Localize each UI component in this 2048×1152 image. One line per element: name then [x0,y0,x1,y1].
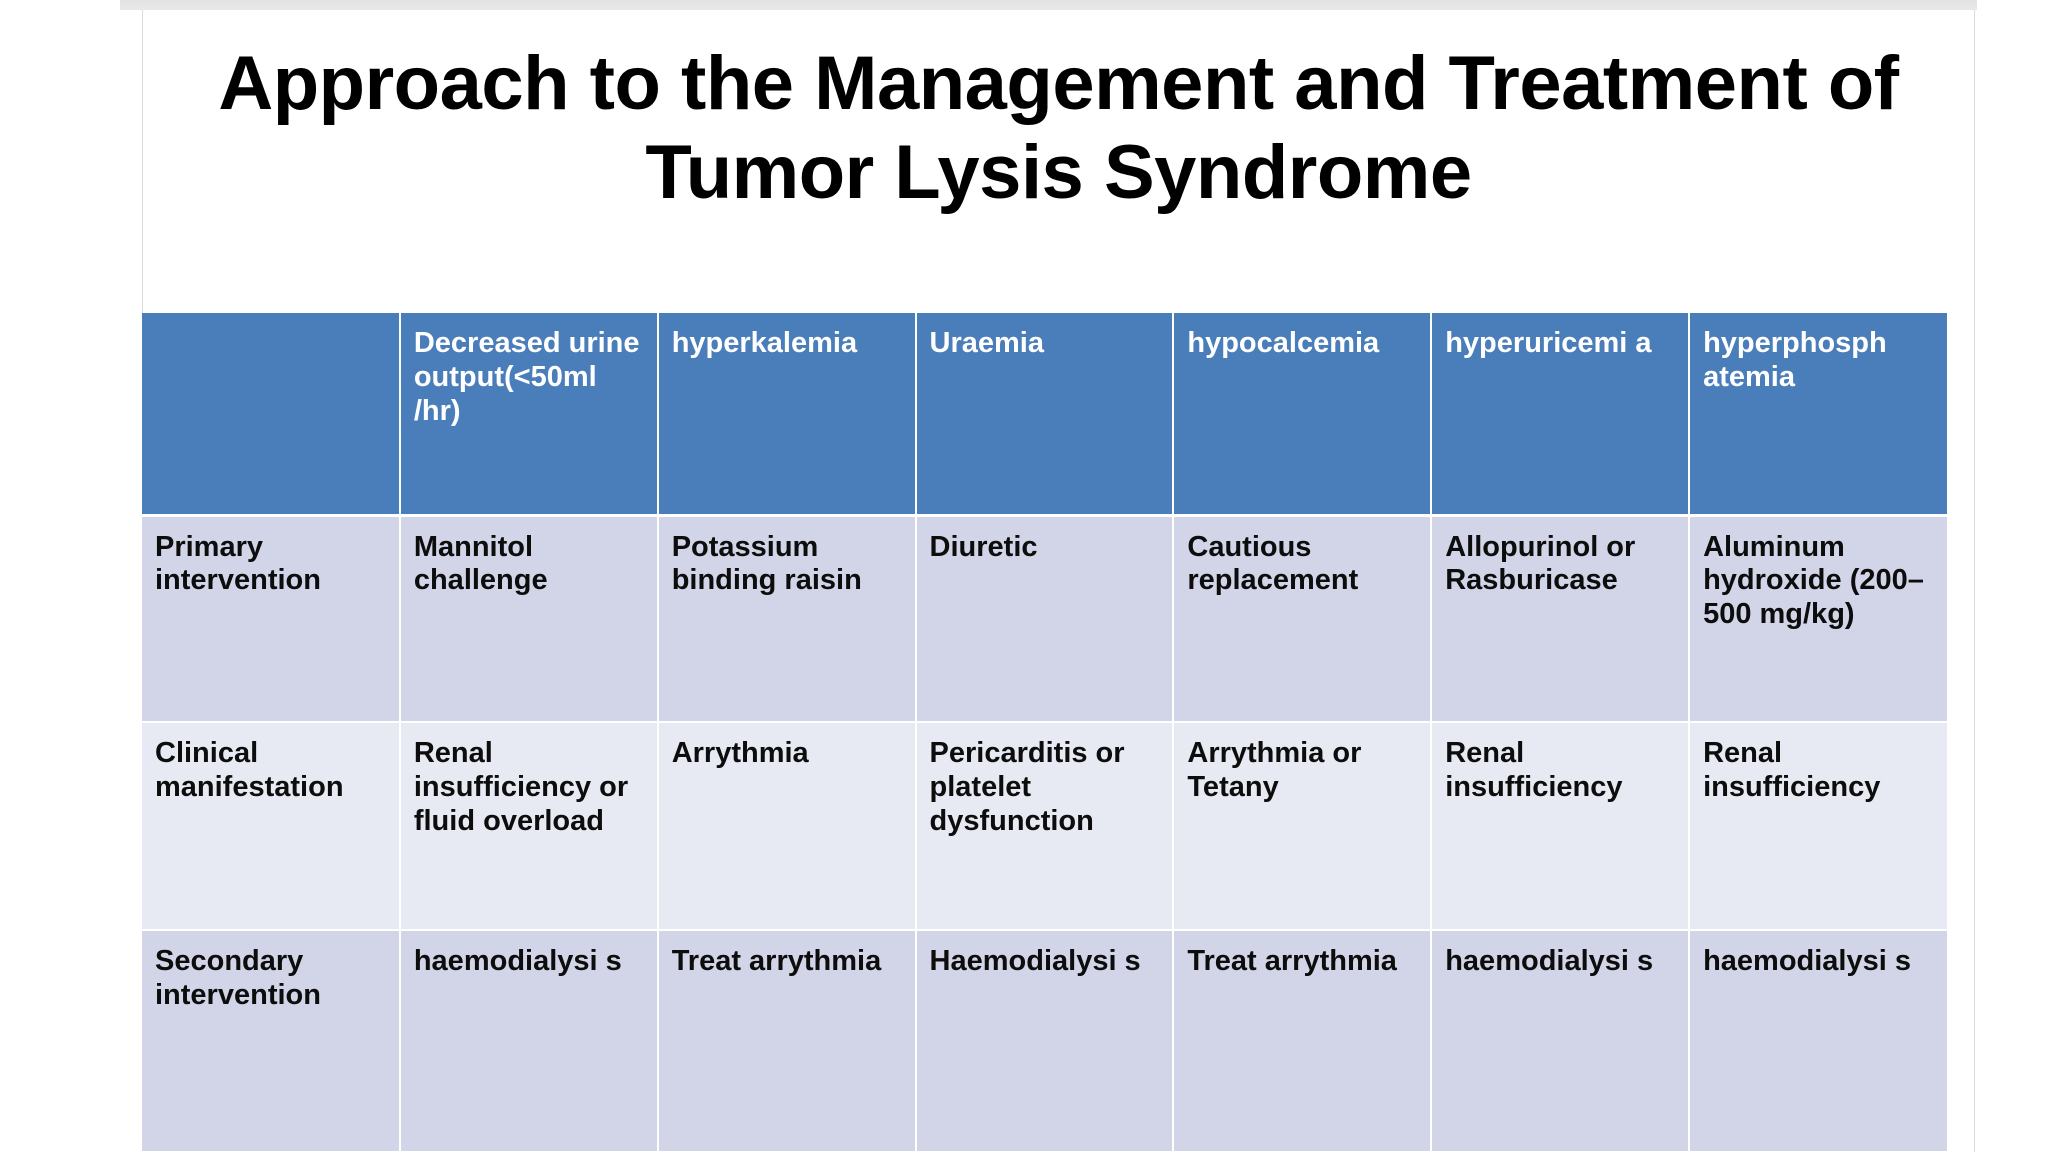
cell-clinical-decreased-urine-output: Renal insufficiency or fluid overload [399,722,659,931]
cell-secondary-hyperuricemia: haemodialysi s [1431,930,1691,1152]
table-header-row: Decreased urine output(<50ml /hr) hyperk… [142,313,1947,517]
page-title: Approach to the Management and Treatment… [218,41,1899,215]
column-header-rowlabel [142,313,401,517]
cell-clinical-hyperuricemia: Renal insufficiency [1431,722,1691,931]
cell-secondary-hypocalcemia: Treat arrythmia [1173,930,1433,1152]
row-label-clinical-manifestation: Clinical manifestation [142,722,401,931]
row-label-secondary-intervention: Secondary intervention [142,930,401,1152]
cell-primary-hypocalcemia: Cautious replacement [1173,515,1433,723]
tls-management-table: Decreased urine output(<50ml /hr) hyperk… [142,313,1947,1152]
table-body: Primary intervention Mannitol challenge … [142,515,1947,1152]
cell-secondary-decreased-urine-output: haemodialysi s [399,930,659,1152]
cell-primary-hyperuricemia: Allopurinol or Rasburicase [1431,515,1691,723]
cell-clinical-hyperkalemia: Arrythmia [657,722,917,931]
row-label-primary-intervention: Primary intervention [142,515,401,723]
cell-primary-decreased-urine-output: Mannitol challenge [399,515,659,723]
table-row: Clinical manifestation Renal insufficien… [142,722,1947,931]
cell-secondary-hyperphosphatemia: haemodialysi s [1689,930,1947,1152]
top-chrome-strip [120,0,1977,10]
table-row: Primary intervention Mannitol challenge … [142,515,1947,723]
cell-clinical-hypocalcemia: Arrythmia or Tetany [1173,722,1433,931]
cell-secondary-uraemia: Haemodialysi s [915,930,1175,1152]
cell-clinical-hyperphosphatemia: Renal insufficiency [1689,722,1947,931]
column-header-hyperuricemia: hyperuricemi a [1431,313,1691,517]
table-header: Decreased urine output(<50ml /hr) hyperk… [142,313,1947,517]
cell-secondary-hyperkalemia: Treat arrythmia [657,930,917,1152]
cell-primary-hyperphosphatemia: Aluminum hydroxide (200–500 mg/kg) [1689,515,1947,723]
table-row: Secondary intervention haemodialysi s Tr… [142,930,1947,1152]
cell-primary-uraemia: Diuretic [915,515,1175,723]
title-block: Approach to the Management and Treatment… [142,40,1975,218]
column-header-hyperkalemia: hyperkalemia [657,313,917,517]
cell-clinical-uraemia: Pericarditis or platelet dysfunction [915,722,1175,931]
column-header-uraemia: Uraemia [915,313,1175,517]
column-header-decreased-urine-output: Decreased urine output(<50ml /hr) [399,313,659,517]
cell-primary-hyperkalemia: Potassium binding raisin [657,515,917,723]
column-header-hypocalcemia: hypocalcemia [1173,313,1433,517]
column-header-hyperphosphatemia: hyperphosph atemia [1689,313,1947,517]
